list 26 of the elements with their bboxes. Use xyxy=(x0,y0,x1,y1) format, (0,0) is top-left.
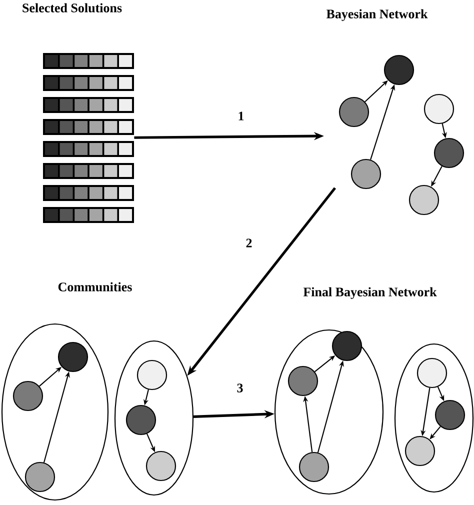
edge-label: 2 xyxy=(244,238,254,248)
variable-circle xyxy=(332,330,362,362)
variable-circle xyxy=(288,366,318,396)
heading: Communities xyxy=(58,282,132,292)
variable-circle xyxy=(384,54,414,86)
variable-circle xyxy=(298,452,330,482)
variable-circle xyxy=(146,450,176,482)
variable-circle xyxy=(350,158,382,190)
solution-matrix-drawing xyxy=(43,53,134,223)
heading: Final Bayesian Network xyxy=(303,287,437,300)
variable-circle xyxy=(434,138,464,168)
variable-circle xyxy=(24,462,56,492)
variable-circle xyxy=(416,358,448,388)
edge-label: 1 xyxy=(236,110,246,122)
variable-circle xyxy=(404,436,436,466)
variable-circle xyxy=(126,404,156,436)
variable-circle xyxy=(434,400,466,430)
variable-circle xyxy=(136,360,168,390)
heading: Bayesian Network xyxy=(326,9,428,22)
edge-label: 3 xyxy=(236,382,244,394)
variable-circle xyxy=(12,380,44,412)
variable-circle xyxy=(58,342,88,372)
variable-circle xyxy=(408,184,440,216)
heading: Selected Solutions xyxy=(22,3,122,12)
variable-circle xyxy=(424,94,454,124)
variable-circle xyxy=(338,96,370,128)
